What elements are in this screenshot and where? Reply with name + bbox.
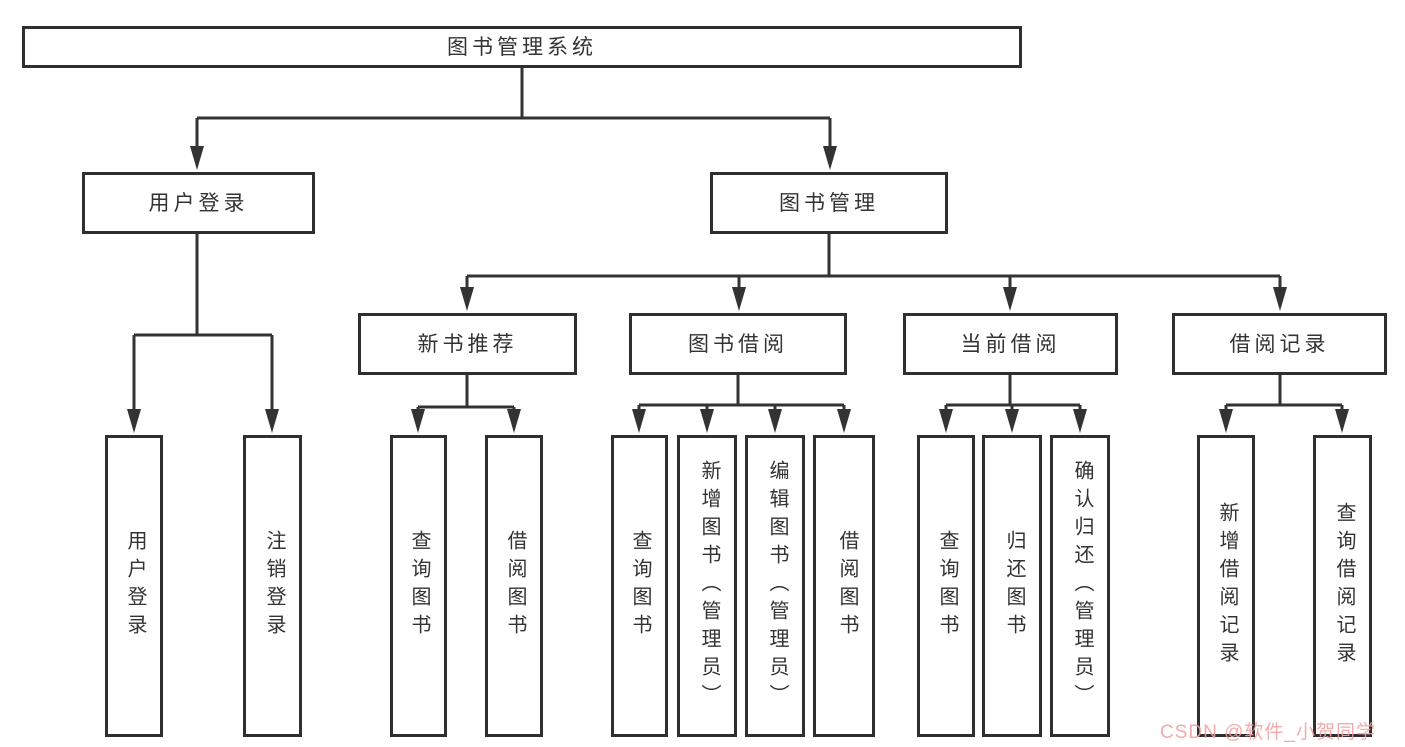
- leaf-query-books-recommend: 查询图书: [390, 435, 447, 737]
- node-root: 图书管理系统: [22, 26, 1022, 68]
- leaf-borrow-books-recommend: 借阅图书: [485, 435, 543, 737]
- leaf-query-borrow-record: 查询借阅记录: [1313, 435, 1372, 737]
- leaf-confirm-return-admin: 确认归还（管理员）: [1050, 435, 1110, 737]
- node-book-borrow: 图书借阅: [629, 313, 847, 375]
- leaf-borrow-books: 借阅图书: [813, 435, 875, 737]
- leaf-add-borrow-record: 新增借阅记录: [1197, 435, 1255, 737]
- leaf-return-books: 归还图书: [982, 435, 1042, 737]
- leaf-query-books-borrow: 查询图书: [611, 435, 668, 737]
- leaf-edit-books-admin: 编辑图书（管理员）: [745, 435, 805, 737]
- leaf-logout: 注销登录: [243, 435, 302, 737]
- node-book-management: 图书管理: [710, 172, 948, 234]
- arrowhead-icons: [127, 146, 1349, 433]
- leaf-add-books-admin: 新增图书（管理员）: [677, 435, 737, 737]
- leaf-user-login: 用户登录: [105, 435, 163, 737]
- csdn-watermark: CSDN @软件_小贺同学: [1160, 722, 1376, 743]
- node-current-borrow: 当前借阅: [903, 313, 1118, 375]
- node-borrow-records: 借阅记录: [1172, 313, 1387, 375]
- node-user-login: 用户登录: [82, 172, 315, 234]
- node-new-book-recommend: 新书推荐: [358, 313, 577, 375]
- leaf-query-books-current: 查询图书: [917, 435, 975, 737]
